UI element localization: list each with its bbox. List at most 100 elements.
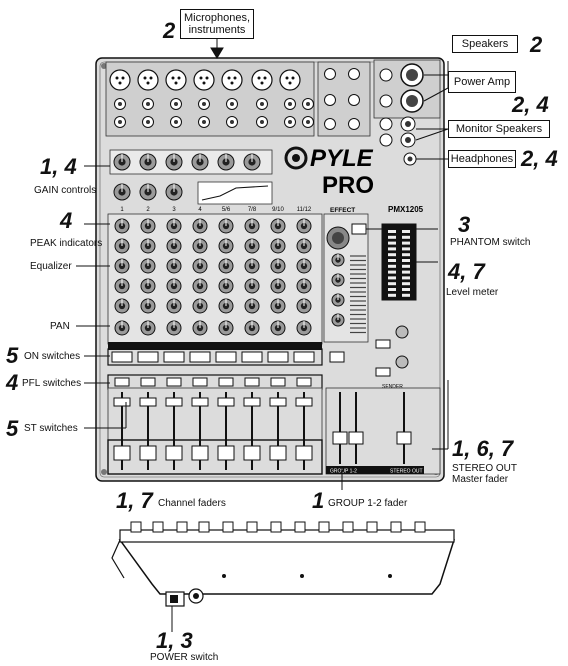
- rear-knob: [366, 521, 378, 533]
- channel-label: 2: [146, 207, 150, 213]
- rear-knob: [414, 521, 426, 533]
- channel-fader-knob: [217, 445, 235, 461]
- pfl-switch: [270, 377, 286, 387]
- level-meter-callout-label: Level meter: [446, 287, 499, 298]
- st-callout-number: 5: [6, 416, 19, 441]
- channel-fader-knob: [243, 445, 261, 461]
- rear-knob: [342, 521, 354, 533]
- stereo-label: STEREO OUT: [390, 469, 423, 475]
- meter-led: [388, 293, 396, 297]
- st-switch: [139, 397, 157, 407]
- xlr-input: [251, 69, 273, 91]
- pfl-callout-number: 4: [6, 370, 19, 395]
- rear-view: [111, 521, 456, 607]
- monitor-callout-box: Monitor Speakers: [448, 120, 550, 138]
- group-label: GROUP 1-2: [330, 469, 357, 475]
- on-switch: [215, 351, 237, 363]
- rear-knob: [198, 521, 210, 533]
- stereo-out-fader: [396, 431, 412, 445]
- channel-label: 4: [198, 207, 202, 213]
- xlr-inputs: [109, 69, 301, 91]
- channel-faders-callout-number: 1, 7: [116, 488, 153, 513]
- st-switch: [295, 397, 313, 407]
- channel-label: 7/8: [248, 207, 257, 213]
- fx-jack: [348, 94, 360, 106]
- st-switch: [243, 397, 261, 407]
- pfl-switch: [218, 377, 234, 387]
- pfl-switch: [296, 377, 312, 387]
- meter-led: [402, 235, 410, 239]
- rear-knob: [176, 521, 188, 533]
- channel-fader-knob: [191, 445, 209, 461]
- on-switches: [107, 348, 345, 366]
- meter-led: [388, 241, 396, 245]
- brand-name: PYLE: [310, 145, 374, 172]
- meter-led: [402, 241, 410, 245]
- mic-callout-label-2: instruments: [188, 24, 246, 36]
- level-meter: [381, 223, 417, 301]
- peak-callout-number: 4: [60, 208, 73, 233]
- rear-knob: [270, 521, 282, 533]
- meter-led: [402, 230, 410, 233]
- rear-knob: [152, 521, 164, 533]
- power-amp-callout-number: 2, 4: [512, 92, 549, 117]
- peak-callout-label: PEAK indicators: [30, 238, 103, 249]
- pfl-switch: [166, 377, 182, 387]
- fx-jack: [324, 118, 336, 130]
- meter-led: [402, 247, 410, 251]
- brand-sub: PRO: [322, 172, 374, 199]
- power-amp-callout-box: Power Amp: [448, 71, 516, 93]
- channel-fader-knob: [113, 445, 131, 461]
- model-number: PMX1205: [388, 205, 424, 214]
- on-switch: [267, 351, 289, 363]
- phantom-callout-number: 3: [458, 212, 471, 237]
- fx-jack: [324, 94, 336, 106]
- on-switch: [293, 351, 315, 363]
- channel-fader-knob: [165, 445, 183, 461]
- rear-knob: [130, 521, 142, 533]
- brand-logo: PYLE PRO: [284, 145, 374, 199]
- rear-knob: [390, 521, 402, 533]
- group-fader-callout-number: 1: [312, 488, 325, 513]
- input-section: [105, 61, 315, 137]
- channel-label: 3: [172, 207, 176, 213]
- on-switch: [163, 351, 185, 363]
- group-fader: [332, 431, 348, 445]
- st-switch: [165, 397, 183, 407]
- effect-label: EFFECT: [330, 207, 355, 214]
- gain-callout-number: 1, 4: [40, 154, 77, 179]
- mic-callout-label-1: Microphones,: [183, 12, 251, 24]
- fx-jack: [348, 68, 360, 80]
- meter-led: [402, 276, 410, 280]
- eq-knobs: [114, 218, 312, 336]
- group-fader-callout-label: GROUP 1-2 fader: [328, 498, 408, 509]
- on-switch: [329, 351, 345, 363]
- meter-led: [388, 235, 396, 239]
- svg-text:SENDER: SENDER: [382, 384, 403, 390]
- group-fader: [348, 431, 364, 445]
- level-meter-callout-number: 4, 7: [448, 259, 485, 284]
- channel-faders-callout-label: Channel faders: [158, 498, 226, 509]
- st-switch: [113, 397, 131, 407]
- meter-led: [402, 288, 410, 291]
- on-callout-number: 5: [6, 343, 19, 368]
- channel-label: 5/6: [222, 207, 231, 213]
- headphones-callout-box: Headphones: [448, 150, 516, 168]
- channel-label: 9/10: [272, 207, 284, 213]
- channel-label: 1: [120, 207, 124, 213]
- on-switch: [189, 351, 211, 363]
- channel-fader-knob: [139, 445, 157, 461]
- rear-knob: [318, 521, 330, 533]
- meter-led: [402, 253, 410, 257]
- meter-led: [402, 259, 410, 262]
- stereo-out-callout-label-2: Master fader: [452, 474, 509, 485]
- stereo-out-callout-label-1: STEREO OUT: [452, 463, 518, 474]
- meter-led: [388, 247, 396, 251]
- pfl-callout-label: PFL switches: [22, 378, 82, 389]
- xlr-input: [221, 69, 243, 91]
- channel-label: 11/12: [297, 207, 312, 213]
- xlr-input: [109, 69, 131, 91]
- st-switch: [217, 397, 235, 407]
- rear-knob: [246, 521, 258, 533]
- mic-callout-number: 2: [163, 18, 176, 43]
